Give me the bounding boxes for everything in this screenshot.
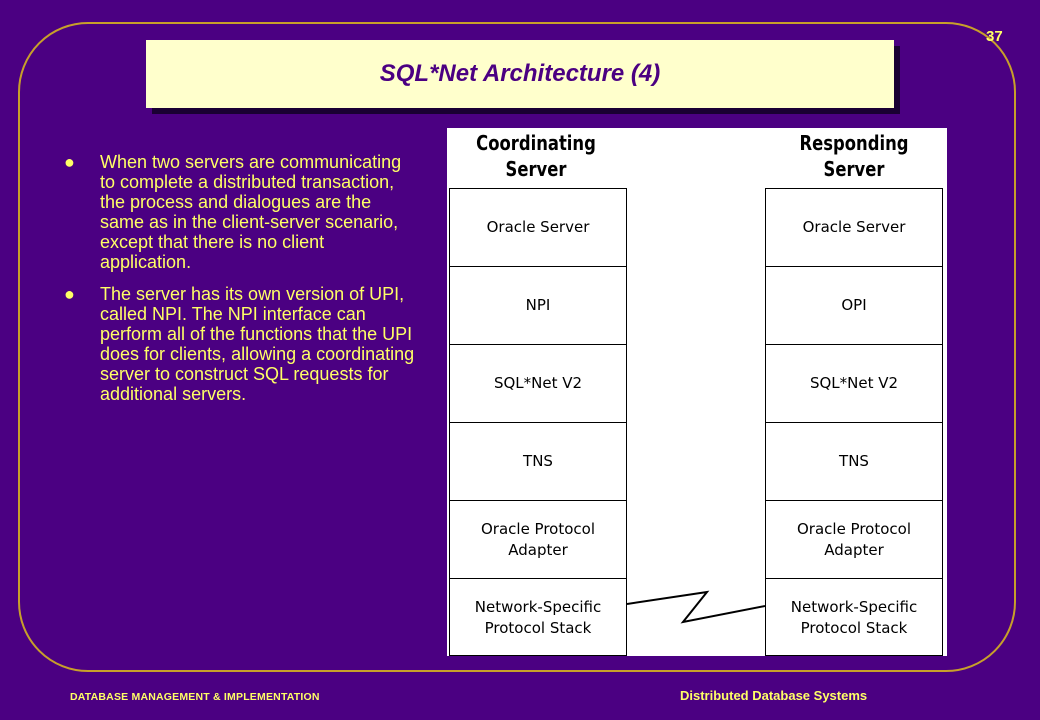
bullet-icon: ●	[64, 152, 75, 172]
architecture-diagram: Coordinating Server Responding Server Or…	[447, 128, 947, 656]
responding-server-stack: Oracle Server OPI SQL*Net V2 TNS Oracle …	[765, 188, 943, 656]
network-link-line	[627, 590, 765, 624]
bullet-text: When two servers are communicating to co…	[100, 152, 402, 272]
page-number: 37	[986, 28, 1003, 45]
coordinating-server-stack: Oracle Server NPI SQL*Net V2 TNS Oracle …	[449, 188, 627, 656]
bullet-item: ● The server has its own version of UPI,…	[58, 284, 420, 404]
stack-layer: Oracle Protocol Adapter	[450, 501, 626, 579]
stack-layer: SQL*Net V2	[450, 345, 626, 423]
bullet-item: ● When two servers are communicating to …	[58, 152, 420, 272]
bullet-list: ● When two servers are communicating to …	[58, 152, 420, 416]
stack-layer: Network-Specific Protocol Stack	[474, 598, 602, 637]
footer-course: DATABASE MANAGEMENT & IMPLEMENTATION	[70, 691, 320, 703]
stack-layer: SQL*Net V2	[766, 345, 942, 423]
stack-layer: TNS	[766, 423, 942, 501]
coordinating-server-heading: Coordinating Server	[476, 131, 596, 181]
bullet-icon: ●	[64, 284, 75, 304]
responding-server-heading: Responding Server	[799, 131, 909, 181]
stack-layer: Oracle Server	[450, 189, 626, 267]
footer-topic: Distributed Database Systems	[680, 688, 868, 703]
bullet-text: The server has its own version of UPI, c…	[100, 284, 415, 404]
network-link	[627, 590, 765, 624]
stack-layer: Oracle Protocol Adapter	[766, 501, 942, 579]
title-box: SQL*Net Architecture (4)	[146, 40, 894, 108]
stack-layer: Network-Specific Protocol Stack	[790, 598, 918, 637]
slide-frame	[18, 22, 1016, 672]
slide-title: SQL*Net Architecture (4)	[379, 60, 661, 87]
stack-layer: NPI	[450, 267, 626, 345]
stack-layer: Oracle Server	[766, 189, 942, 267]
stack-layer: TNS	[450, 423, 626, 501]
stack-layer: OPI	[766, 267, 942, 345]
